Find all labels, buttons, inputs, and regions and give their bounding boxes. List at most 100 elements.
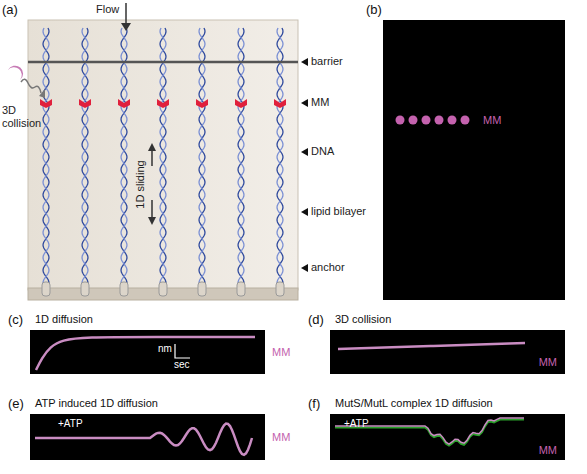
panel-letter: (c) [8,312,23,327]
mismatch-dot [422,116,431,125]
mismatch-dot [409,116,418,125]
collision-protein [39,89,45,98]
pointer-triangles [301,264,308,272]
mismatch-mark [274,99,286,108]
trace-panel: 3D collisionMM [330,330,565,374]
dna-helix [199,28,205,284]
dna-helix [160,28,166,284]
flow-arrow [121,23,131,31]
mismatch-mark [40,99,52,108]
trace-panel: MutS/MutL complex 1D diffusion+ATPMM [330,414,565,460]
image-panel: MM [383,20,565,300]
dna-helix [43,28,49,284]
panel-letter: (b) [366,2,382,17]
mismatch-mark [118,99,130,108]
dna-helix [238,28,244,284]
barrier-line [28,61,298,64]
lipid-surface [28,20,298,290]
anchor-mark [237,282,245,296]
sliding-protein [148,143,172,244]
atp-marker: +ATP [344,418,369,430]
dna-helix [238,28,244,284]
scale-label: sec [174,359,190,371]
collision-protein [8,66,45,98]
part-label: anchor [311,261,345,274]
anchor-mark [120,282,128,296]
dna-helix [277,28,283,284]
dna-helix [82,28,88,284]
dna-helix [82,28,88,284]
lipid-surface [28,20,298,300]
pointer-triangles [301,148,308,156]
collision-protein [21,79,41,93]
sliding-protein [156,229,172,244]
barrier-line [28,62,298,63]
panel-title: MutS/MutL complex 1D diffusion [332,397,496,410]
trace-panel: 1D diffusionMM [30,330,265,374]
panel-title: 3D collision [332,313,394,326]
dna-helix [199,28,205,284]
mismatch-dots [383,20,565,300]
dna-helix [43,28,49,284]
panel-letter: (e) [8,396,24,411]
panel-title: 1D diffusion [32,313,96,326]
trajectory-trace [30,330,265,374]
sliding-protein [151,150,153,166]
anchor-marks [42,282,284,296]
anchor-mark [276,282,284,296]
mismatch-dot [461,116,470,125]
anchor-mark [159,282,167,296]
mismatch-label: MM [539,356,557,369]
mismatch-label: MM [272,431,290,444]
pointer-triangles [301,99,308,107]
trace-line [175,344,190,358]
part-label: Flow [96,3,119,16]
flow-arrow [121,3,131,31]
scale-label: nm [158,343,172,355]
anchor-mark [81,282,89,296]
atp-marker: +ATP [58,418,83,430]
panel-letter: (f) [308,396,320,411]
sliding-protein [148,143,156,151]
mismatch-mark [79,99,91,108]
panel-letter: (a) [2,2,18,17]
dna-helix [121,28,127,284]
mismatch-dot [396,116,405,125]
dna-helix [160,28,166,284]
trace-line [36,337,255,370]
part-label: MM [311,96,329,109]
mismatch-mark [196,99,208,108]
mismatch-label: MM [272,346,290,359]
sliding-protein [148,217,156,225]
part-label: 3D collision [2,104,44,130]
dna-helix [277,28,283,284]
mismatch-dot [448,116,457,125]
part-label: DNA [311,145,334,158]
part-label: barrier [311,55,343,68]
pointer-triangles [301,208,308,216]
trace-line [335,418,524,444]
anchor-mark [198,282,206,296]
trajectory-trace [330,330,565,374]
panel-title: ATP induced 1D diffusion [32,397,161,410]
mismatch-marks [40,99,286,108]
flow-arrow [125,3,127,24]
trace-panel: ATP induced 1D diffusion+ATPMM [30,414,265,460]
collision-protein [8,66,23,80]
mismatch-mark [157,99,169,108]
dna-helix [121,28,127,284]
pointer-triangles [301,58,308,66]
trace-line [338,343,525,349]
mismatch-label: MM [483,114,501,127]
sliding-protein [151,200,153,218]
pointer-triangles [301,58,308,272]
mismatch-dot [435,116,444,125]
mismatch-label: MM [539,444,557,457]
anchor-mark [42,282,50,296]
dna-strands [43,28,283,284]
panel-letter: (d) [308,312,324,327]
part-label: lipid bilayer [311,205,366,218]
part-label: 1D sliding [134,160,147,208]
mismatch-mark [235,99,247,108]
